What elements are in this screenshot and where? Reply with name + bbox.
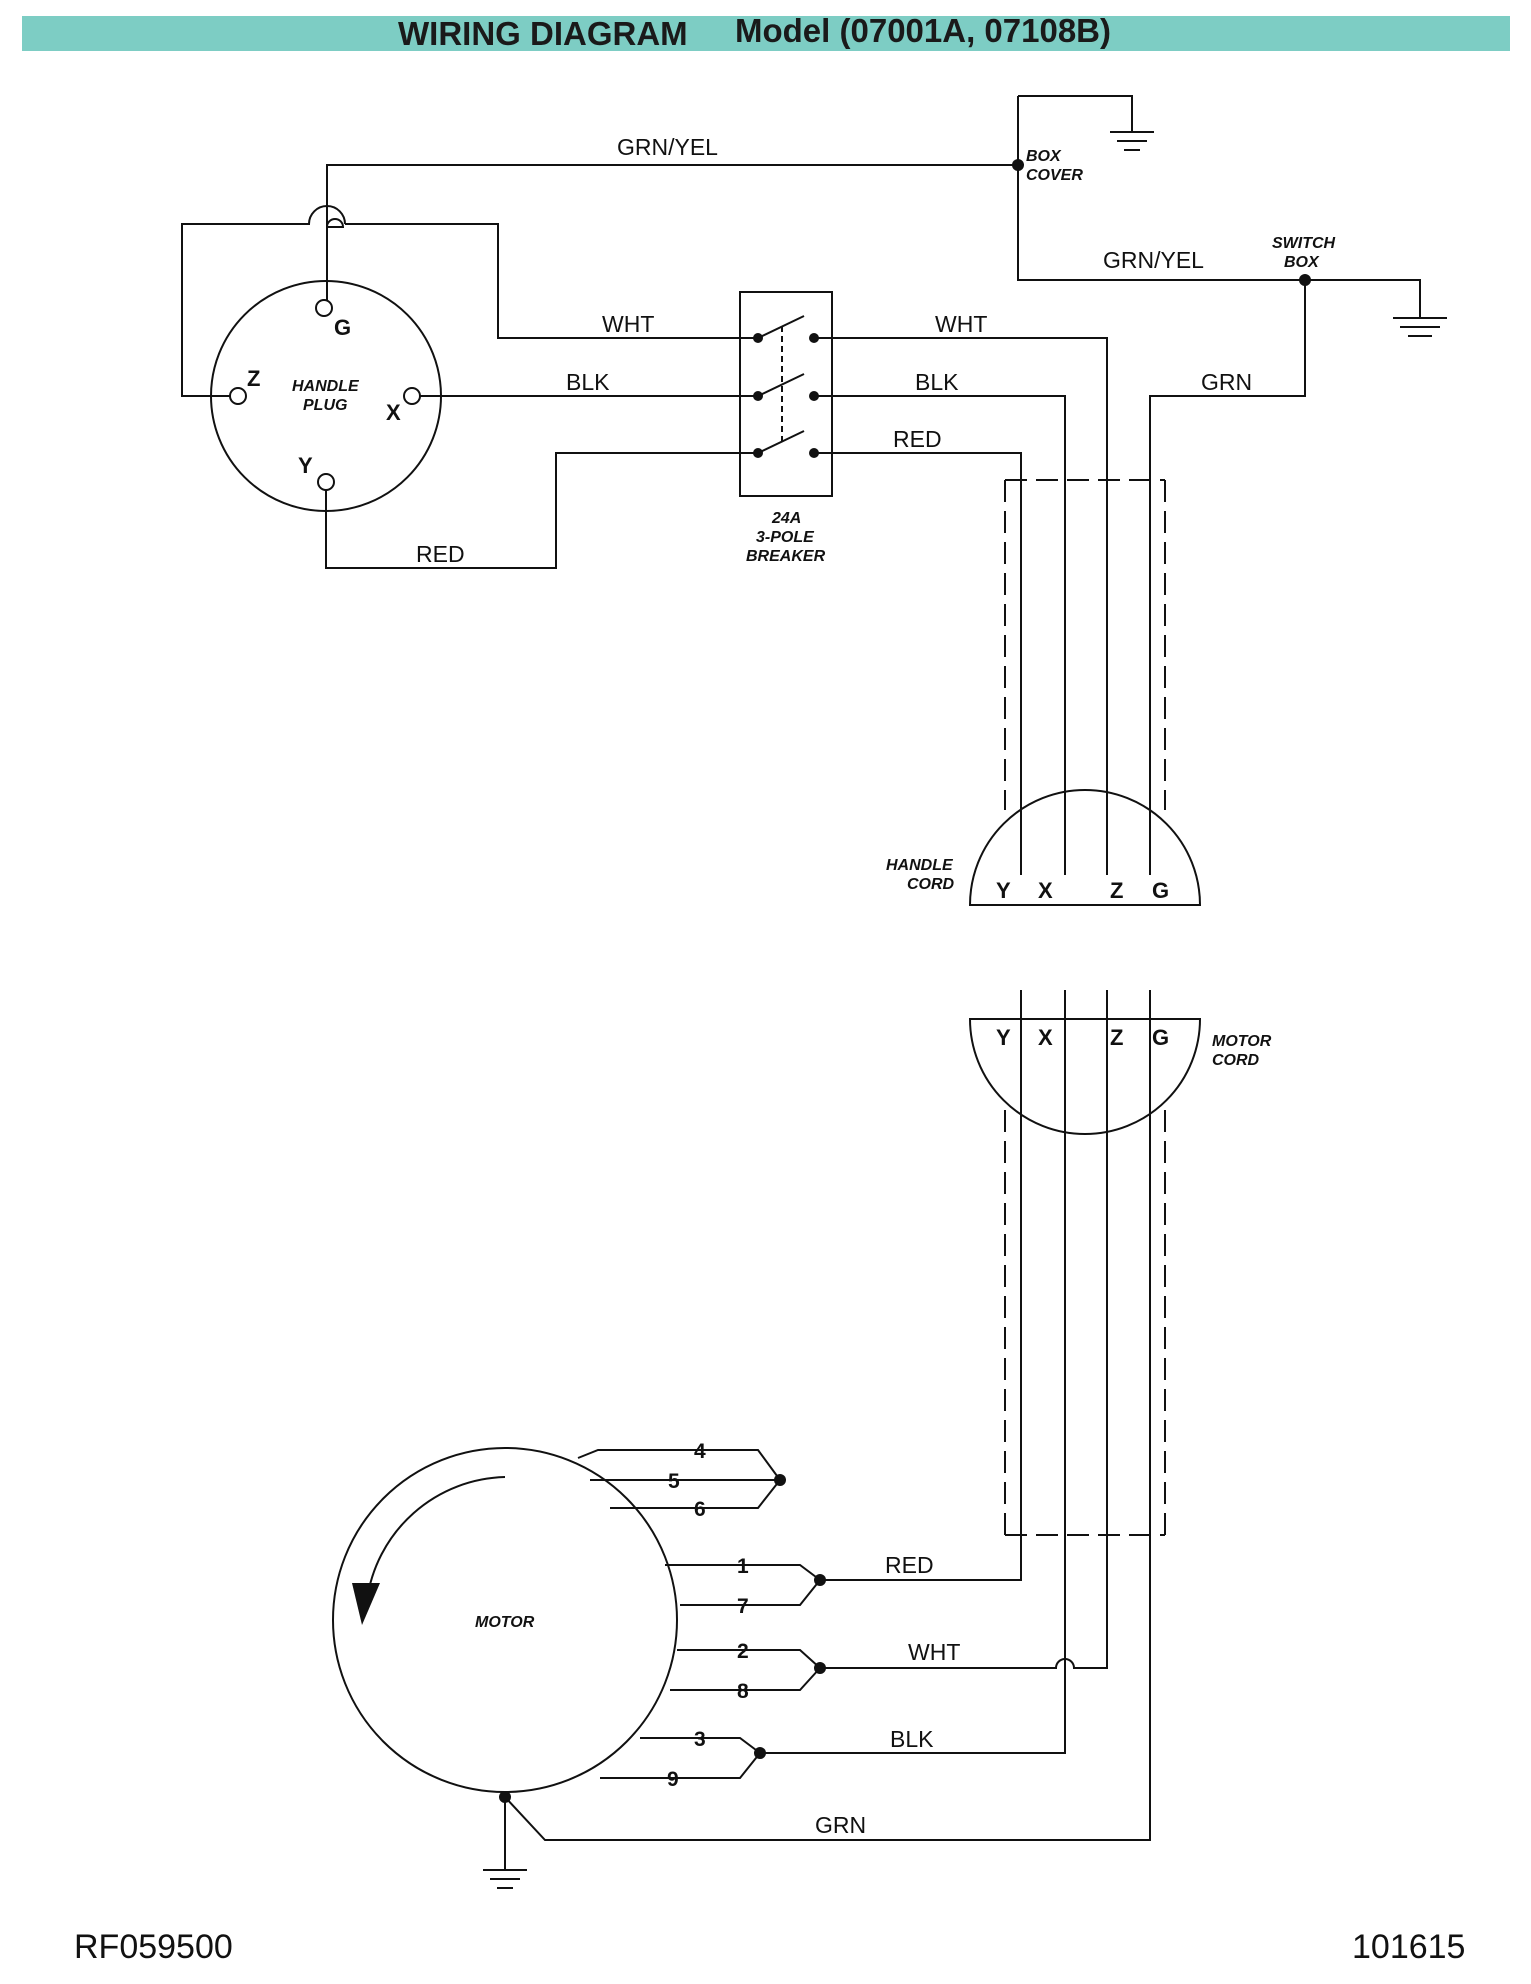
box-cover-label-2: COVER [1026,167,1083,184]
handle-plug [210,280,442,512]
terminal-7: 7 [737,1595,749,1618]
handle-cord-label-2: CORD [907,876,955,893]
terminal-4: 4 [694,1440,706,1463]
model-label: Model (07001A, 07108B) [735,12,1111,49]
rotation-arrow [366,1476,506,1601]
footer-part-number: RF059500 [74,1928,233,1966]
wht-in-label: WHT [602,311,654,337]
breaker-label-3: BREAKER [746,548,826,565]
grn-yel-top-wire [326,164,1018,310]
plug-pin-y [317,473,335,491]
red-in-label: RED [416,541,465,567]
handle-plug-label-1: HANDLE [292,378,360,395]
handle-cord-pin-y: Y [996,878,1011,903]
plug-pin-x-label: X [386,400,401,425]
handle-cord-pin-x: X [1038,878,1053,903]
handle-plug-label-2: PLUG [303,397,347,414]
switch-box-ground [1305,279,1447,337]
blk-out-label: BLK [915,369,959,395]
plug-pin-g-label: G [334,315,351,340]
plug-pin-y-label: Y [298,453,313,478]
lower-cable-sheath [1004,1110,1166,1536]
motor-cord-pin-x: X [1038,1025,1053,1050]
red-out-label: RED [893,426,942,452]
terminal-1: 1 [737,1555,749,1578]
motor-leads-17 [665,1564,826,1606]
motor-red-label: RED [885,1552,934,1578]
plug-pin-g [315,299,333,317]
breaker [739,291,833,497]
motor-cord-pin-g: G [1152,1025,1169,1050]
title-band [22,16,1510,51]
motor-leads-39 [600,1737,766,1779]
plug-pin-x [403,387,421,405]
breaker-label-1: 24A [771,510,801,527]
grn-yel-top-label: GRN/YEL [617,134,718,160]
motor-cord-wires [504,990,1151,1841]
grn-out-label: GRN [1201,369,1252,395]
motor-wht-label: WHT [908,1639,960,1665]
terminal-2: 2 [737,1640,749,1663]
motor-cord-label-2: CORD [1212,1052,1260,1069]
motor-cord-pin-z: Z [1110,1025,1123,1050]
upper-cable-sheath [1004,479,1166,810]
motor-ground [483,1791,527,1889]
handle-cord [968,789,1202,906]
terminal-3: 3 [694,1728,706,1751]
motor-cord [968,1018,1202,1135]
motor-leads-456 [577,1449,786,1509]
plug-pin-z [229,387,247,405]
terminal-5: 5 [668,1470,680,1493]
breaker-to-cord-wires [814,280,1306,875]
plug-pin-z-label: Z [247,366,260,391]
switch-box-label-1: SWITCH [1272,235,1336,252]
terminal-8: 8 [737,1680,749,1703]
grn-yel-switch-label: GRN/YEL [1103,247,1204,273]
blk-in-label: BLK [566,369,610,395]
breaker-label-2: 3-POLE [756,529,815,546]
handle-cord-pin-g: G [1152,878,1169,903]
handle-cord-label-1: HANDLE [886,857,954,874]
diagram-title: WIRING DIAGRAM [398,15,688,52]
motor-label: MOTOR [475,1614,535,1631]
terminal-6: 6 [694,1498,706,1521]
terminal-9: 9 [667,1768,679,1791]
footer-date-code: 101615 [1352,1928,1465,1966]
box-cover-label-1: BOX [1026,148,1062,165]
switch-box-label-2: BOX [1284,254,1320,271]
motor-leads-28 [670,1649,826,1691]
box-cover-junction [1012,159,1024,171]
motor-cord-pin-y: Y [996,1025,1011,1050]
motor-grn-label: GRN [815,1812,866,1838]
plug-to-breaker-wires [181,205,758,569]
box-cover-ground [1017,95,1305,281]
handle-cord-pin-z: Z [1110,878,1123,903]
motor-cord-label-1: MOTOR [1212,1033,1272,1050]
wht-out-label: WHT [935,311,987,337]
motor-blk-label: BLK [890,1726,934,1752]
